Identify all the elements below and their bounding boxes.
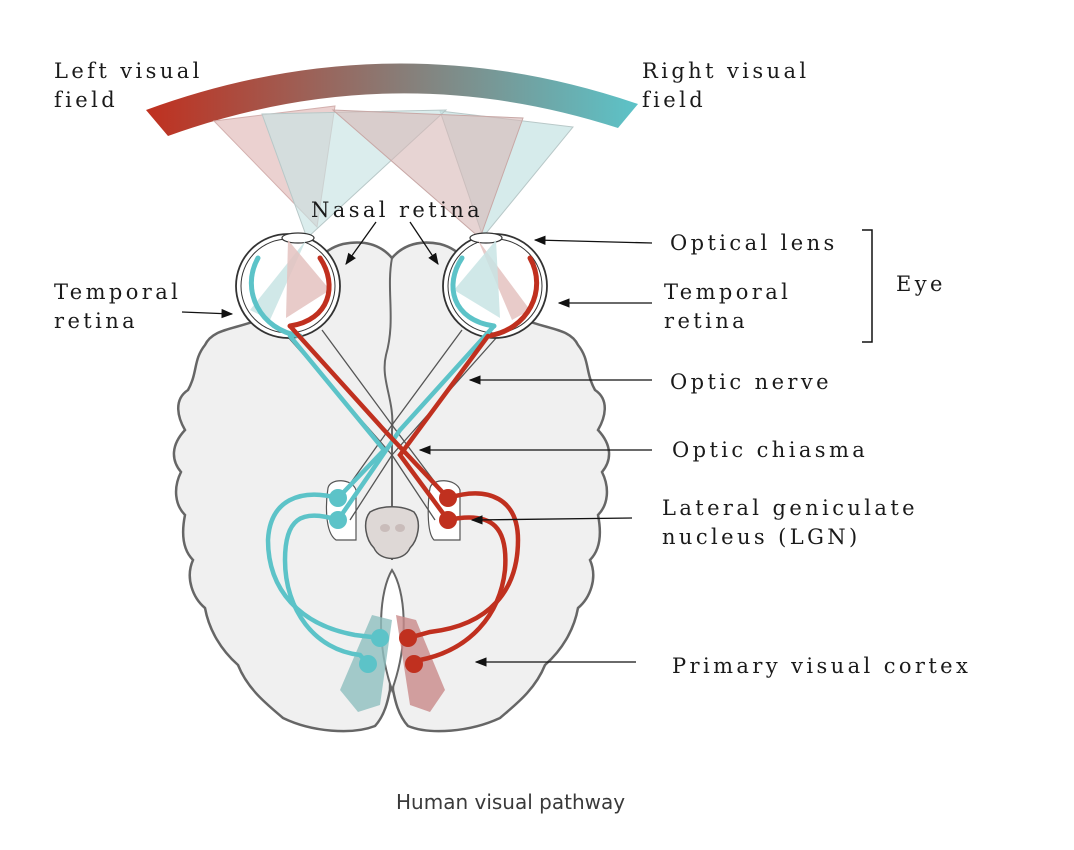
lgn-right-capsule: [427, 480, 461, 541]
temporal-retina-left-line1: Temporal: [54, 280, 182, 304]
nuclei: [329, 489, 457, 673]
temporal-retina-right-line2: retina: [664, 309, 749, 333]
posterior-fissure: [380, 568, 405, 694]
eye-bracket: [862, 229, 873, 343]
optic-nerve-label: Optic nerve: [670, 370, 832, 394]
left-visual-field-label: Left visual field: [54, 57, 203, 115]
temporal-retina-left-line2: retina: [54, 309, 139, 333]
temporal-retina-left-label: Temporal retina: [54, 278, 181, 336]
midbrain: [364, 506, 420, 560]
lgn-line1: Lateral geniculate: [662, 496, 918, 520]
optical-lens-label: Optical lens: [670, 231, 838, 255]
left-visual-field-line2: field: [54, 88, 119, 112]
optic-chiasma-label: Optic chiasma: [672, 438, 869, 462]
temporal-retina-right-line1: Temporal: [664, 280, 792, 304]
annotation-arrows: [181, 221, 653, 667]
left-eye: [235, 232, 341, 339]
right-visual-field-line1: Right visual: [642, 59, 810, 83]
eye-label: Eye: [896, 272, 946, 296]
temporal-retina-right-label: Temporal retina: [664, 278, 791, 336]
right-visual-field-line2: field: [642, 88, 707, 112]
left-visual-field-line1: Left visual: [54, 59, 203, 83]
longitudinal-fissure: [383, 257, 394, 560]
lgn-line2: nucleus (LGN): [662, 525, 861, 549]
primary-visual-cortex-label: Primary visual cortex: [672, 654, 972, 678]
lgn-label: Lateral geniculate nucleus (LGN): [662, 494, 918, 552]
right-eye: [442, 232, 548, 339]
visual-field-arc: [146, 63, 638, 137]
right-visual-field-label: Right visual field: [642, 57, 810, 115]
nasal-retina-label: Nasal retina: [311, 198, 484, 222]
figure-caption: Human visual pathway: [396, 790, 626, 814]
teal-pathway: [265, 323, 497, 667]
field-cones: [212, 105, 574, 239]
